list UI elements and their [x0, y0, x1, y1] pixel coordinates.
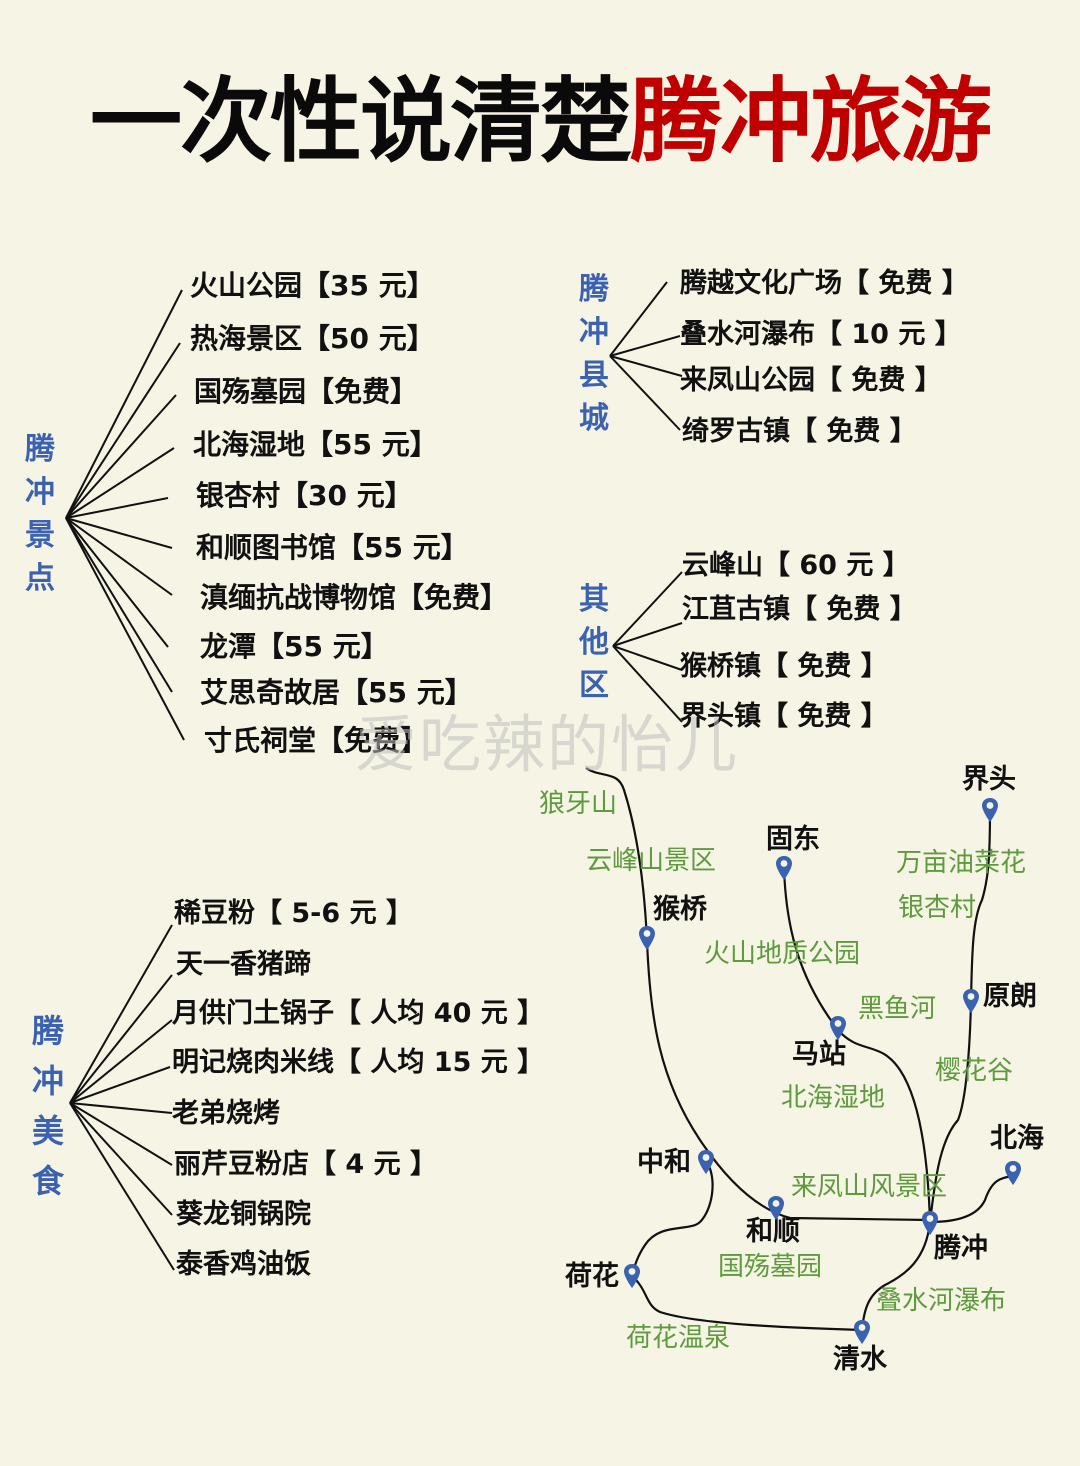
sight-label: 火山地质公园 [704, 939, 861, 969]
town-label: 腾冲 [934, 1233, 988, 1264]
sight-label: 樱花谷 [935, 1056, 1014, 1086]
scenic-item: 北海湿地【55 元】 [193, 428, 438, 461]
map-pin-icon [922, 1211, 938, 1235]
other-item: 江苴古镇【 免费 】 [682, 594, 917, 625]
map-pin-icon [963, 989, 979, 1013]
title-black-part: 一次性说清楚 [89, 68, 632, 175]
town-label: 原朗 [983, 981, 1037, 1012]
scenic-item: 艾思奇故居【55 元】 [200, 676, 473, 709]
other-item: 云峰山【 60 元 】 [682, 550, 910, 581]
food-item: 天一香猪蹄 [176, 949, 311, 980]
sight-label: 北海湿地 [781, 1083, 886, 1113]
map-pin-icon [624, 1264, 640, 1288]
sight-label: 国殇墓园 [718, 1252, 823, 1282]
page-title: 一次性说清楚腾冲旅游 [0, 62, 1080, 182]
county-item: 叠水河瀑布【 10 元 】 [680, 319, 962, 350]
town-label: 界头 [962, 764, 1016, 795]
sight-label: 叠水河瀑布 [876, 1286, 1007, 1316]
label-char: 腾 [579, 272, 609, 307]
scenic-item: 热海景区【50 元】 [190, 322, 435, 355]
sight-label: 黑鱼河 [858, 994, 937, 1024]
sight-label: 狼牙山 [539, 789, 618, 819]
sight-label: 来凤山风景区 [791, 1172, 948, 1202]
scenic-item: 滇缅抗战博物馆【免费】 [200, 581, 509, 614]
map-pin-icon [639, 926, 655, 950]
label-char: 其 [579, 582, 609, 617]
town-label: 马站 [792, 1039, 846, 1070]
other-item: 界头镇【 免费 】 [680, 701, 888, 732]
watermark: 爱吃辣的怡儿 [355, 708, 740, 781]
category-label-food: 腾 冲 美 食 [28, 1006, 68, 1206]
food-item: 明记烧肉米线【 人均 15 元 】 [172, 1047, 545, 1078]
county-item: 来凤山公园【 免费 】 [680, 365, 942, 396]
map-pin-icon [768, 1196, 784, 1220]
category-label-scenic: 腾 冲 景 点 [20, 428, 60, 600]
town-label: 北海 [990, 1123, 1044, 1154]
town-label: 荷花 [565, 1261, 619, 1292]
label-char: 他 [579, 625, 609, 660]
county-item: 绮罗古镇【 免费 】 [682, 416, 917, 447]
sight-label: 万亩油菜花 [896, 848, 1027, 878]
sight-label: 荷花温泉 [626, 1323, 731, 1353]
sight-label: 云峰山景区 [586, 846, 717, 876]
food-item: 丽芹豆粉店【 4 元 】 [174, 1149, 437, 1180]
label-char: 腾 [31, 1012, 64, 1050]
map-pin-icon [982, 798, 998, 822]
label-char: 食 [31, 1162, 64, 1200]
town-label: 固东 [766, 824, 820, 855]
category-label-other: 其 他 区 [574, 578, 614, 707]
food-item: 月供门土锅子【 人均 40 元 】 [172, 998, 545, 1029]
scenic-item: 国殇墓园【免费】 [194, 375, 419, 408]
scenic-item: 龙潭【55 元】 [200, 630, 389, 663]
title-red-part: 腾冲旅游 [630, 68, 992, 175]
label-char: 腾 [25, 432, 55, 467]
label-char: 城 [579, 401, 609, 436]
scenic-item: 火山公园【35 元】 [190, 269, 435, 302]
map-pin-icon [854, 1320, 870, 1344]
category-label-county: 腾 冲 县 城 [574, 268, 614, 440]
scenic-item: 寸氏祠堂【免费】 [204, 724, 429, 757]
label-char: 冲 [31, 1062, 64, 1100]
county-item: 腾越文化广场【 免费 】 [680, 268, 969, 299]
map-pin-icon [830, 1016, 846, 1040]
map-pin-icon [776, 856, 792, 880]
food-item: 老弟烧烤 [172, 1098, 280, 1129]
food-item: 葵龙铜锅院 [176, 1199, 311, 1230]
food-item: 稀豆粉【 5-6 元 】 [174, 898, 413, 929]
label-char: 美 [31, 1112, 64, 1150]
other-item: 猴桥镇【 免费 】 [680, 651, 888, 682]
town-label: 清水 [833, 1344, 887, 1375]
sight-label: 银杏村 [898, 893, 977, 923]
town-label: 猴桥 [653, 894, 707, 925]
scenic-item: 银杏村【30 元】 [196, 479, 413, 512]
label-char: 景 [25, 518, 55, 553]
label-char: 冲 [25, 475, 55, 510]
label-char: 冲 [579, 315, 609, 350]
map-pin-icon [1005, 1161, 1021, 1185]
town-label: 中和 [637, 1147, 691, 1178]
label-char: 点 [25, 561, 55, 596]
food-item: 泰香鸡油饭 [176, 1249, 311, 1280]
scenic-item: 和顺图书馆【55 元】 [196, 531, 469, 564]
label-char: 区 [579, 668, 609, 703]
label-char: 县 [579, 358, 609, 393]
map-pin-icon [698, 1150, 714, 1174]
town-label: 和顺 [746, 1216, 800, 1247]
